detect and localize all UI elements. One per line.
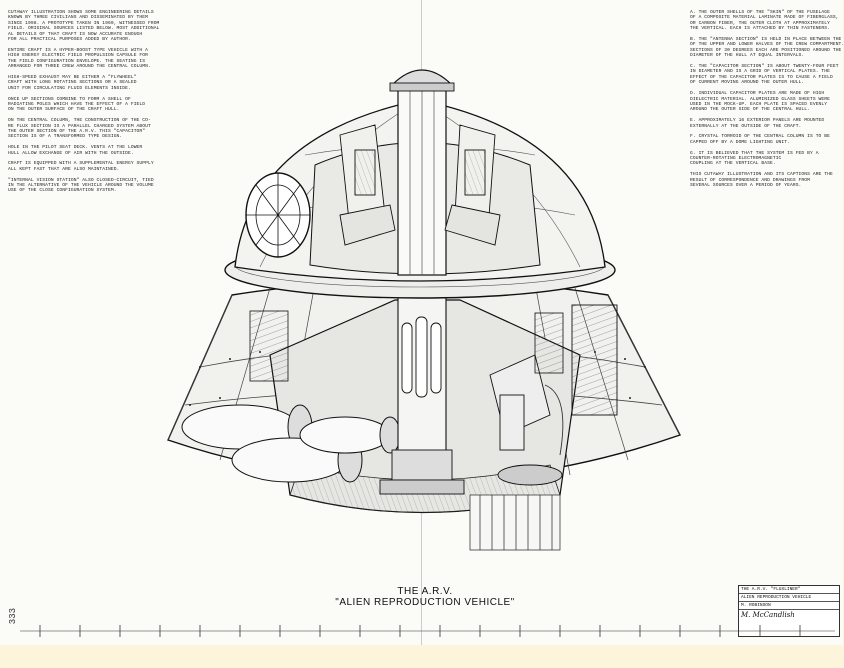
capacitor-cylinders <box>401 316 442 398</box>
text-line: IN THE ALTERNATIVE OF THE VEHICLE AROUND… <box>8 183 154 188</box>
text-line: SEVERAL SOURCES OVER A PERIOD OF YEARS. <box>690 183 802 188</box>
text-line: G. IT IS BELIEVED THAT THE SYSTEM IS FED… <box>690 150 819 156</box>
right-machinery <box>489 304 618 486</box>
text-line: USED IN THE MOCK-UP. EACH PLATE IS SPACE… <box>690 101 828 107</box>
text-line: SECTIONS OF 30 DEGREES EACH ARE POSITION… <box>690 47 842 53</box>
title-block-title: THE A.R.V. "FLUXLINER" <box>739 586 839 594</box>
arv-cutaway-drawing <box>167 69 681 551</box>
text-line: RE FLUX SECTION IS A PARALLEL CHARGED SY… <box>8 123 151 129</box>
text-line: A. THE OUTER SHELLS OF THE "SKIN" OF THE… <box>690 10 830 15</box>
text-line: SINCE 1998. A PROTOTYPE TAKEN IN 1969, W… <box>8 20 160 26</box>
access-stairs <box>469 494 561 551</box>
text-line: AL DETAILS OF THAT CRAFT IS NOW ACCURATE… <box>8 31 143 37</box>
text-line: SECTION IS OF A TRANSFORMED TYPE DESIGN. <box>8 134 123 140</box>
text-line: ONCE UP SECTIONS COMBINE TO FORM A SHELL… <box>8 96 131 102</box>
caption-title: THE A.R.V. <box>397 586 453 597</box>
text-line: THE VERTICAL. EACH IS ATTACHED BY THIN F… <box>690 26 830 32</box>
text-line: OR CARBON FIBER, THE OUTER CLOTH AT APPR… <box>690 20 830 26</box>
title-block-author: M. ROBINSON <box>739 602 839 610</box>
text-line: UNIT FOR CIRCULATING FLUID ELEMENTS INSI… <box>8 85 131 91</box>
text-line: OF A COMPOSITE MATERIAL LAMINATE MADE OF… <box>690 15 839 21</box>
text-line: ENTIRE CRAFT IS A HYPER-BOOST TYPE VEHIC… <box>8 47 148 53</box>
left-panels <box>249 310 564 382</box>
text-line: CAPPED OFF BY A DOME LIGHTING UNIT. <box>690 139 790 145</box>
crew-seats <box>339 124 501 246</box>
text-line: THIS CUTAWAY ILLUSTRATION AND ITS CAPTIO… <box>690 172 833 178</box>
text-line: DIELECTRIC MATERIAL. ALUMINIZED GLASS SH… <box>690 96 830 102</box>
text-line: HIGH-SPEED EXHAUST MAY BE EITHER A "FLYW… <box>8 74 137 80</box>
text-line: THE OUTER SECTION OF THE A.R.V. THIS "CA… <box>8 128 146 134</box>
text-line: HIGH ENERGY ELECTRIC FIELD PROPULSION CA… <box>8 53 148 59</box>
text-line: COUNTER-ROTATING ELECTROMAGNETIC <box>690 155 782 161</box>
text-line: AROUND THE OUTER SIDE OF THE CENTRAL HUL… <box>690 107 810 113</box>
text-line: OF THE UPPER AND LOWER HALVES OF THE CRE… <box>690 42 844 48</box>
text-line: ARRANGED FOR THREE CREW AROUND THE CENTR… <box>8 64 151 70</box>
left-text-column: CUTAWAY ILLUSTRATION SHOWS SOME ENGINEER… <box>8 10 160 194</box>
text-line: "INTERNAL VISION STATION" ALSO CLOSED-CI… <box>8 177 154 183</box>
text-line: USE OF THE CLOSE CONFIGURATION SYSTEM. <box>8 188 117 194</box>
text-line: OF CURRENT MOVING AROUND THE OUTER HULL. <box>690 80 805 86</box>
text-line: C. THE "CAPACITOR SECTION" IS ABOUT TWEN… <box>690 64 839 70</box>
storage-tanks <box>181 404 401 483</box>
text-line: HOLE IN THE PILOT SEAT DECK. VENTS AT TH… <box>8 145 143 151</box>
text-line: RADIATING POLES WHICH HAVE THE EFFECT OF… <box>8 101 146 107</box>
text-line: ON THE OUTER SURFACE OF THE CRAFT HULL. <box>8 107 120 113</box>
text-line: EFFECT OF THE CAPACITOR PLATES IS TO CAU… <box>690 74 833 80</box>
document-sheet: CUTAWAY ILLUSTRATION SHOWS SOME ENGINEER… <box>0 0 844 645</box>
text-line: FOR ALL PRACTICAL PURPOSES ADDED BY AUTH… <box>8 37 131 43</box>
text-line: DIAMETER OF THE HULL AT EQUAL INTERVALS. <box>690 53 805 59</box>
text-line: CUTAWAY ILLUSTRATION SHOWS SOME ENGINEER… <box>8 10 154 15</box>
text-line: FIELD. ORIGINAL SOURCES LISTED BELOW. MO… <box>8 26 160 32</box>
text-line: COUPLING AT THE VERTICAL BASE. <box>690 161 776 167</box>
text-line: F. CRYSTAL TORROID OF THE CENTRAL COLUMN… <box>690 134 830 140</box>
text-line: CRAFT WITH LONG ROTATING SECTIONS OR A S… <box>8 80 137 86</box>
text-line: RESULT OF CORRESPONDENCE AND DRAWINGS FR… <box>690 177 810 183</box>
text-line: E. APPROXIMATELY 16 EXTERIOR PANELS ARE … <box>690 118 825 124</box>
right-text-column: A. THE OUTER SHELLS OF THE "SKIN" OF THE… <box>690 10 844 188</box>
text-line: B. THE "ANTENNA SECTION" IS HELD IN PLAC… <box>690 37 842 43</box>
text-line: KNOWN BY THREE CIVILIANS AND DISSEMINATE… <box>8 15 148 21</box>
text-line: THE FIELD CONFIGURATION ENVELOPE. THE SE… <box>8 58 146 64</box>
drawing-title-block: THE A.R.V. "FLUXLINER" ALIEN REPRODUCTIO… <box>738 585 840 637</box>
figure-caption: THE A.R.V. "ALIEN REPRODUCTION VEHICLE" <box>280 586 570 608</box>
text-line: EXTERNALLY AT THE OUTSIDE OF THE CRAFT. <box>690 123 802 129</box>
caption-subtitle: "ALIEN REPRODUCTION VEHICLE" <box>335 597 515 608</box>
porthole-wheel <box>245 172 311 258</box>
text-line: CRAFT IS EQUIPPED WITH A SUPPLEMENTAL EN… <box>8 161 154 167</box>
text-line: HULL ALLOW EXCHANGE OF AIR WITH THE OUTS… <box>8 150 134 156</box>
text-line: IN DIAMETER AND IS A GRID OF VERTICAL PL… <box>690 69 830 75</box>
text-line: ON THE CENTRAL COLUMN, THE CONSTRUCTION … <box>8 118 151 124</box>
title-block-subtitle: ALIEN REPRODUCTION VEHICLE <box>739 594 839 602</box>
title-block-signature: M. McCandlish <box>741 611 795 619</box>
text-line: D. INDIVIDUAL CAPACITOR PLATES ARE MADE … <box>690 91 825 97</box>
text-line: ALL KEPT FAST THAT ARE ALSO MAINTAINED. <box>8 166 120 172</box>
bottom-ruler <box>20 625 835 637</box>
